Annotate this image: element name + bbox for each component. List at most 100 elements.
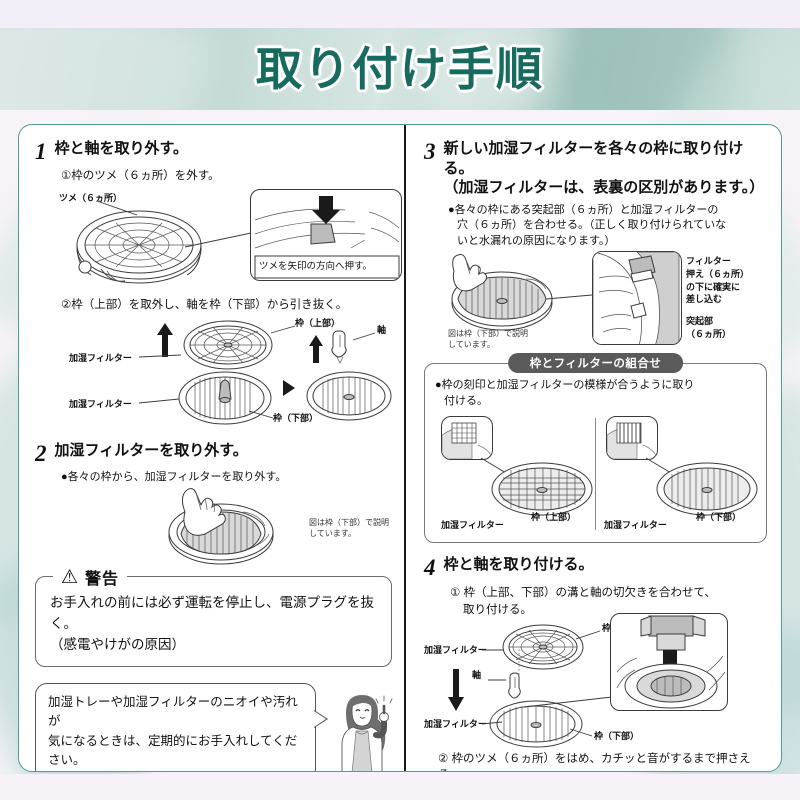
step-4-frame-bottom-leader xyxy=(569,728,593,736)
title-banner: 取り付け手順 xyxy=(0,28,800,110)
up-arrow-icon xyxy=(157,323,173,358)
combo-lower-frame-diagram xyxy=(656,462,758,516)
step-1-number: 1 xyxy=(35,139,47,164)
right-column: 3 新しい加湿フィルターを各々の枠に取り付ける。 （加湿フィルターは、表裏の区別… xyxy=(404,125,781,771)
step-4-label-filter-bottom: 加湿フィルター xyxy=(424,718,487,729)
step-1-substep-1: ①枠のツメ（６ヵ所）を外す。 xyxy=(61,170,220,182)
shaft-leader xyxy=(352,332,376,341)
left-column: 1 枠と軸を取り外す。 ①枠のツメ（６ヵ所）を外す。 ツメ（６ヵ所） xyxy=(19,125,404,771)
combo-bullet-line-1: ●枠の刻印と加湿フィルターの模様が合うように取り xyxy=(435,379,695,392)
frame-lower-leader xyxy=(248,410,274,419)
step-4-frame-top-leader xyxy=(575,630,601,639)
step-4-filter-top-leader xyxy=(482,649,504,650)
step-1-label-shaft: 軸 xyxy=(377,325,387,336)
combo-upper-stamp-callout xyxy=(441,416,493,461)
step-2-illustration: 図は枠（下部）で説明 しています。 xyxy=(35,488,392,566)
step-3-callout-label-1: フィルター 押え（６ヵ所） の下に確実に 差し込む xyxy=(686,256,750,305)
frame-lower-diagram xyxy=(178,371,272,425)
step-3: 3 新しい加湿フィルターを各々の枠に取り付ける。 （加湿フィルターは、表裏の区別… xyxy=(424,139,767,353)
combo-lower-label-frame: 枠（下部） xyxy=(696,512,742,523)
warning-box: お手入れの前には必ず運転を停止し、電源プラグを抜く。 （感電やけがの原因） xyxy=(35,576,392,668)
step-4-header: 4 枠と軸を取り付ける。 xyxy=(424,555,767,579)
background-wash-bottom xyxy=(0,774,800,800)
step-4-substep-1-line-2: 取り付ける。 xyxy=(463,603,532,616)
step-4-shaft-diagram xyxy=(508,672,521,699)
combo-box: ●枠の刻印と加湿フィルターの模様が合うように取り 付ける。 xyxy=(424,363,767,544)
cross-hatch-stamp-icon xyxy=(442,422,492,460)
step-4-substep-1-line-1: ① 枠（上部、下部）の溝と軸の切欠きを合わせて、 xyxy=(450,587,716,600)
step-1-leader-line xyxy=(184,232,252,248)
up-arrow-icon-2 xyxy=(309,335,323,364)
step-3-bullet-line-3: いと水漏れの原因になります。） xyxy=(457,235,616,248)
combo-lower-label-filter: 加湿フィルター xyxy=(604,520,667,531)
step-1-magnified-callout: ツメを矢印の方向へ押す。 xyxy=(250,188,402,281)
step-3-leader-line xyxy=(545,294,593,300)
step-1-label-filter-top: 加湿フィルター xyxy=(69,353,132,364)
combo-divider xyxy=(595,418,596,531)
step-2-note: 図は枠（下部）で説明 しています。 xyxy=(309,518,389,538)
combo-bullet-line-2: 付ける。 xyxy=(444,395,488,408)
step-2-title: 加湿フィルターを取り外す。 xyxy=(54,442,248,460)
frame-lower-with-shaft-diagram xyxy=(306,371,392,421)
step-2-bullet: ●各々の枠から、加湿フィルターを取り外す。 xyxy=(61,471,287,484)
filter-unit-diagram xyxy=(76,210,202,284)
step-1-label-frame-top: 枠（上部） xyxy=(295,318,341,329)
combo-upper-label-frame: 枠（上部） xyxy=(531,512,577,523)
tsume-closeup xyxy=(254,195,400,279)
combo-column-upper: 加湿フィルター 枠（上部） xyxy=(435,414,595,534)
tip-line-2: 気になるときは、定期的にお手入れしてください。 xyxy=(48,733,298,768)
combo-heading: 枠とフィルターの組合せ xyxy=(507,353,684,374)
step-4-substep-2: ② 枠のツメ（６ヵ所）をはめ、カチッと音がするまで押さえる。 xyxy=(438,752,751,771)
step-3-note: 図は枠（下部）で説明 しています。 xyxy=(448,329,528,349)
step-3-bullet-line-2: 穴（６ヵ所）を合わせる。（正しく取り付けられていな xyxy=(457,219,727,232)
step-1-header: 1 枠と軸を取り外す。 xyxy=(35,139,392,163)
step-1-substep-2: ②枠（上部）を取外し、軸を枠（下部）から引き抜く。 xyxy=(61,298,348,311)
step-3-bullet-line-1: ●各々の枠にある突起部（６ヵ所）と加湿フィルターの xyxy=(448,203,719,216)
shaft-insertion-closeup xyxy=(616,614,726,709)
frame-upper-diagram xyxy=(183,320,273,370)
instructions-card: 1 枠と軸を取り外す。 ①枠のツメ（６ヵ所）を外す。 ツメ（６ヵ所） xyxy=(18,124,782,772)
step-3-bullet-block: ●各々の枠にある突起部（６ヵ所）と加湿フィルターの 穴（６ヵ所）を合わせる。（正… xyxy=(448,203,767,251)
background-wash-top xyxy=(0,0,800,28)
combo-upper-frame-diagram xyxy=(491,462,593,516)
step-1-title: 枠と軸を取り外す。 xyxy=(54,140,189,157)
woman-illustration xyxy=(341,694,393,771)
tip-bubble: 加湿トレーや加湿フィルターのニオイや汚れが 気になるときは、定期的にお手入れして… xyxy=(35,683,328,771)
step-3-callout-label-2: 突起部 （６ヵ所） xyxy=(686,316,732,339)
step-4-substep-1: ① 枠（上部、下部）の溝と軸の切欠きを合わせて、 取り付ける。 xyxy=(450,585,767,618)
step-4-label-shaft: 軸 xyxy=(472,669,482,680)
filter-bottom-leader xyxy=(138,398,180,404)
step-3-title-line-1: 新しい加湿フィルターを各々の枠に取り付ける。 xyxy=(443,140,744,177)
step-2-header: 2 加湿フィルターを取り外す。 xyxy=(35,441,392,465)
tip-line-1: 加湿トレーや加湿フィルターのニオイや汚れが xyxy=(48,695,298,729)
hand-removing-filter-diagram xyxy=(168,488,274,565)
step-4-label-frame-bottom: 枠（下部） xyxy=(594,730,640,741)
step-1-illustration-1: ツメ（６ヵ所） xyxy=(35,187,402,297)
step-3-title-block: 新しい加湿フィルターを各々の枠に取り付ける。 （加湿フィルターは、表裏の区別があ… xyxy=(444,139,768,198)
step-1-label-frame-bottom: 枠（下部） xyxy=(273,413,319,424)
alignment-dashed-line xyxy=(518,648,520,675)
warning-section: ⚠ 警告 お手入れの前には必ず運転を停止し、電源プラグを抜く。 （感電やけがの原… xyxy=(35,565,392,668)
shaft-diagram xyxy=(331,330,347,365)
step-1-label-tsume: ツメ（６ヵ所） xyxy=(59,192,123,203)
step-1-label-filter-bottom: 加湿フィルター xyxy=(69,399,132,410)
bubble-tail-inner xyxy=(314,711,326,728)
step-4-frame-lower-diagram xyxy=(489,700,583,748)
step-2: 2 加湿フィルターを取り外す。 ●各々の枠から、加湿フィルターを取り外す。 xyxy=(35,441,392,566)
vertical-stripes-stamp-icon xyxy=(607,422,657,460)
step-3-illustration: 図は枠（下部）で説明 しています。 xyxy=(424,251,767,353)
step-4-title: 枠と軸を取り付ける。 xyxy=(443,556,594,574)
step-4-illustration: 加湿フィルター 枠（上部） xyxy=(424,612,767,749)
step-3-header: 3 新しい加湿フィルターを各々の枠に取り付ける。 （加湿フィルターは、表裏の区別… xyxy=(424,139,767,198)
warning-line-1: お手入れの前には必ず運転を停止し、電源プラグを抜く。 xyxy=(50,595,374,632)
filter-top-leader xyxy=(138,354,182,358)
step-3-title-line-2: （加湿フィルターは、表裏の区別があります。） xyxy=(443,179,765,196)
frame-upper-leader xyxy=(270,325,296,334)
filter-placement-diagram xyxy=(451,254,553,331)
triangle-marker-icon xyxy=(283,380,295,397)
combo-section: 枠とフィルターの組合せ ●枠の刻印と加湿フィルターの模様が合うように取り 付ける… xyxy=(424,353,767,544)
step-4-leader-line xyxy=(523,696,613,707)
protrusion-closeup xyxy=(593,252,680,345)
page-title: 取り付け手順 xyxy=(256,43,544,95)
combo-column-lower: 加湿フィルター 枠（下部） xyxy=(596,414,758,534)
